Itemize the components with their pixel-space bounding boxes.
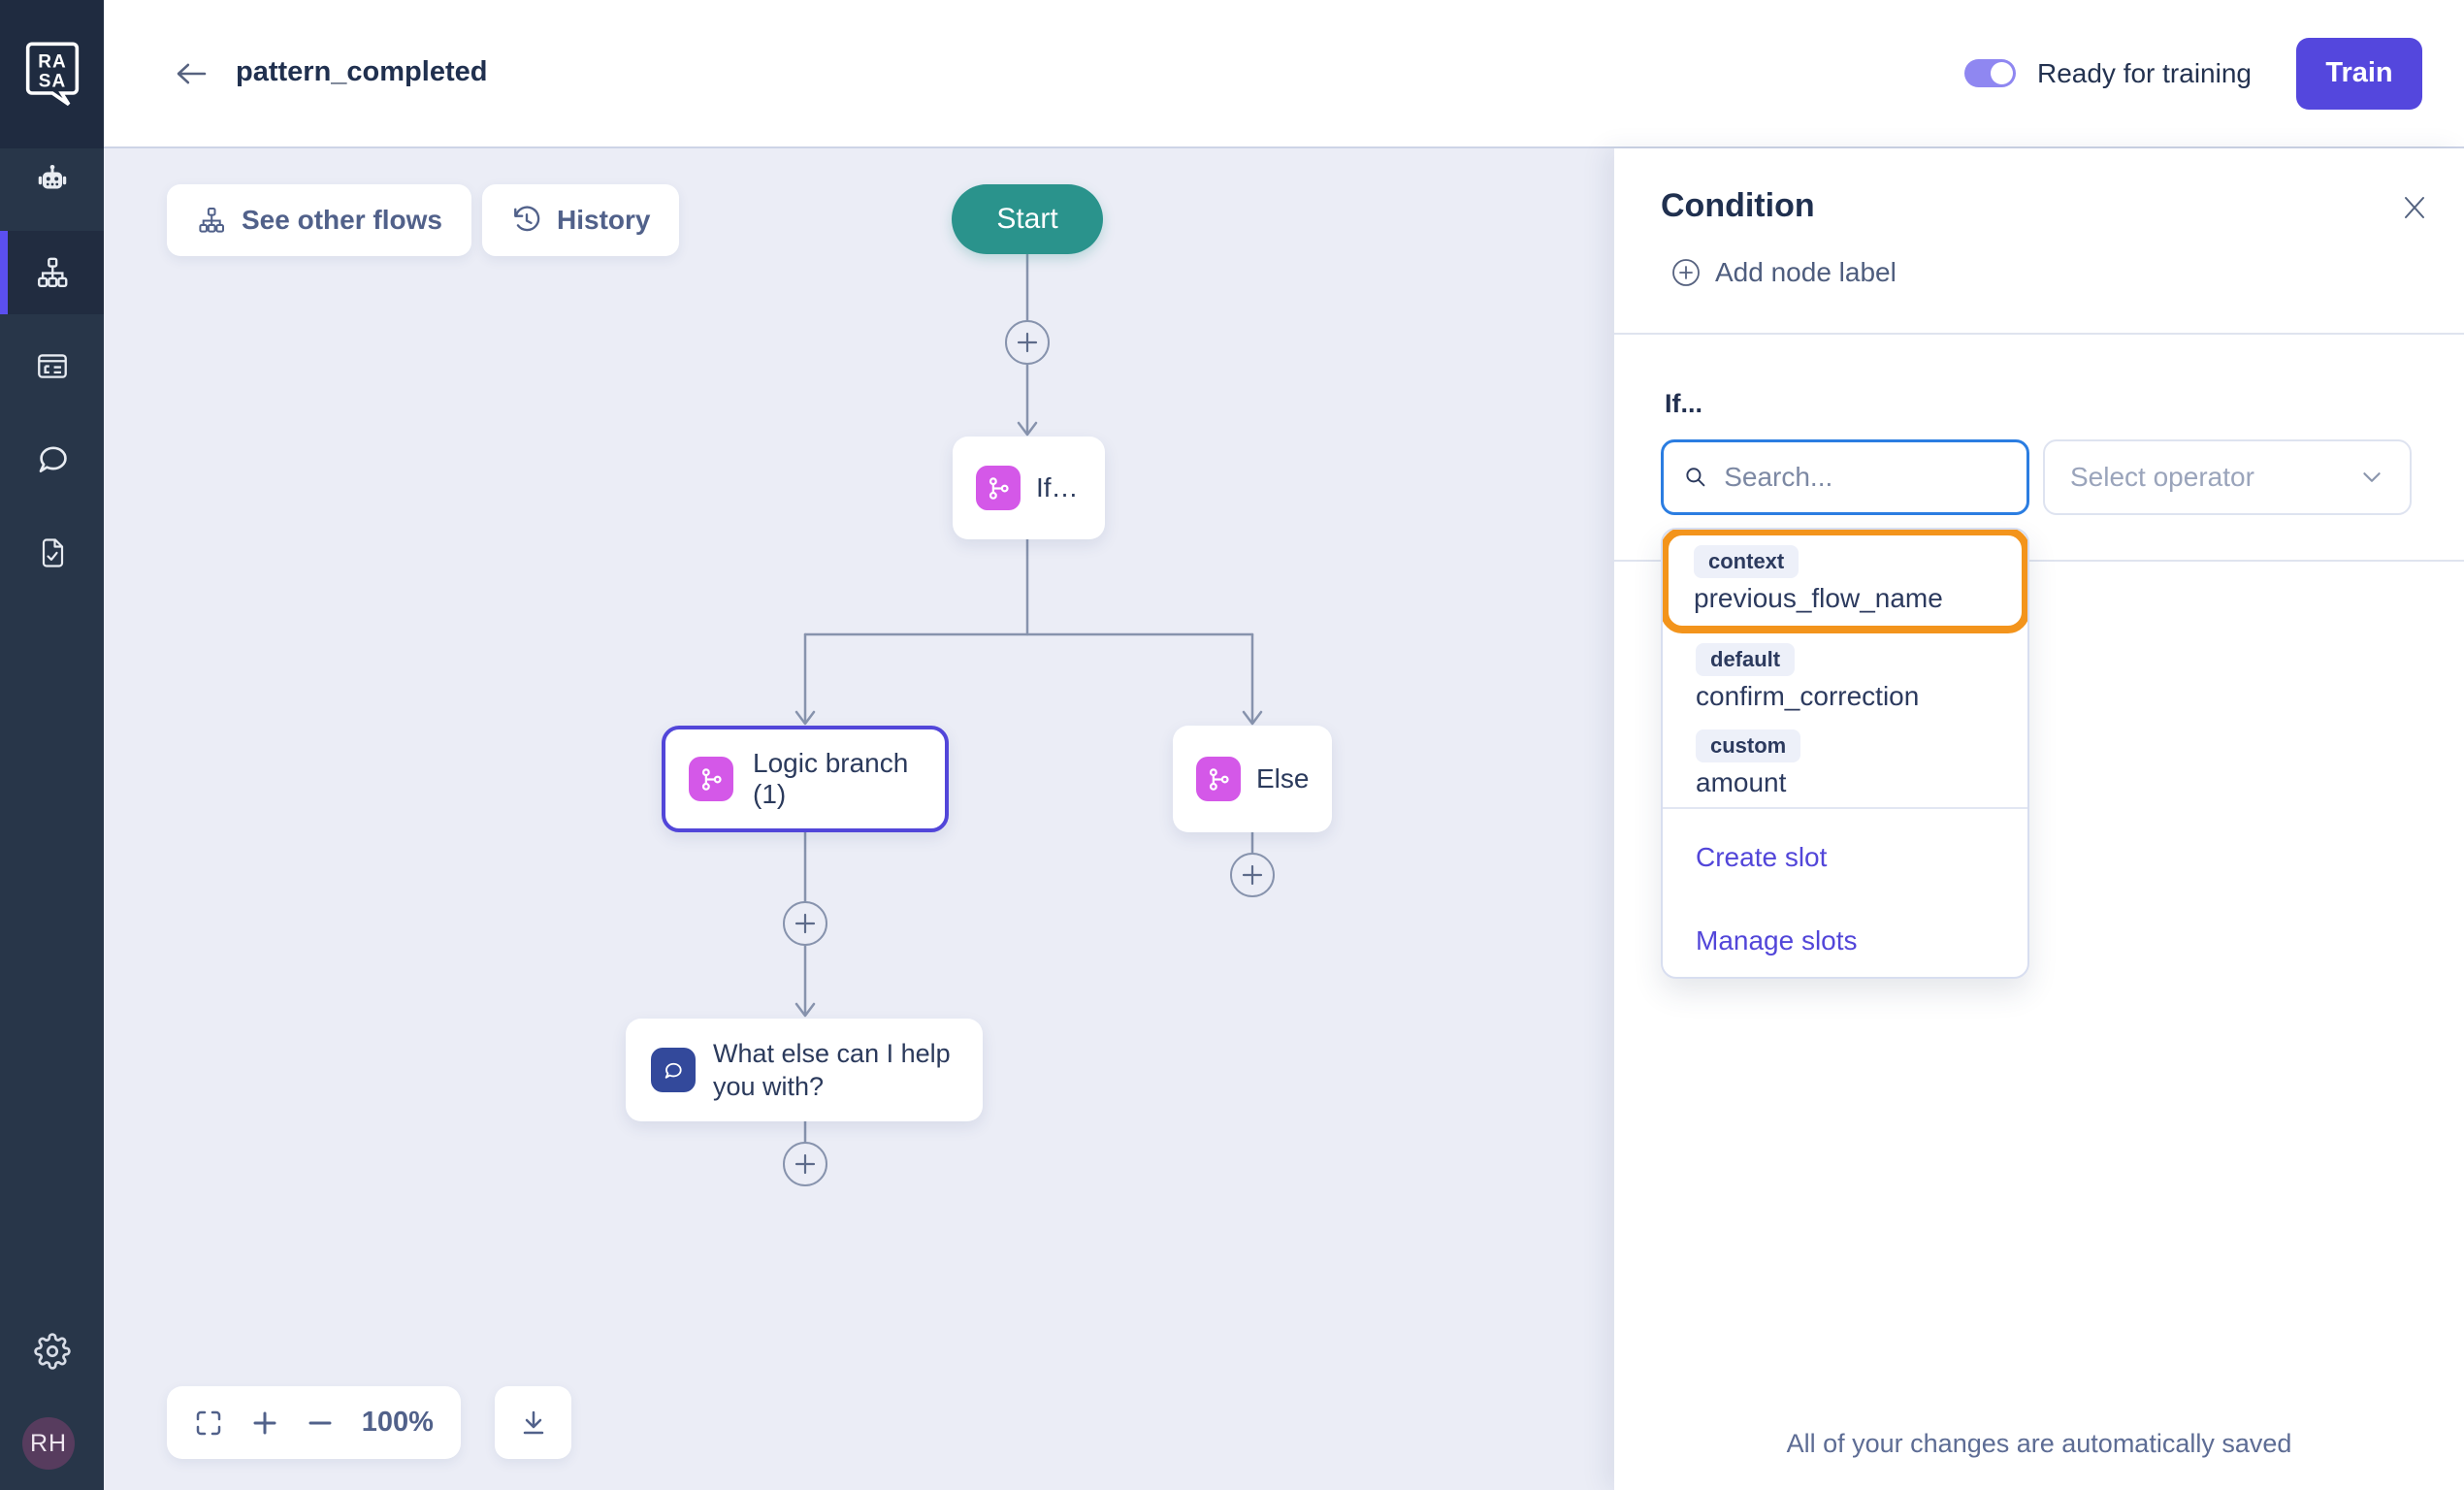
add-node-label-button[interactable]: Add node label	[1670, 255, 1897, 290]
history-button[interactable]: History	[482, 184, 680, 256]
add-node-button[interactable]	[783, 1142, 827, 1186]
close-panel-button[interactable]	[2398, 191, 2431, 224]
slot-actions: Create slot Manage slots	[1663, 807, 2027, 956]
download-icon	[523, 1410, 543, 1434]
slot-type-badge: default	[1696, 643, 1796, 676]
if-section-label: If...	[1665, 389, 1702, 418]
toggle-knob	[1990, 62, 2013, 84]
operator-select[interactable]: Select operator	[2043, 439, 2412, 515]
if-node[interactable]: If…	[953, 437, 1105, 539]
train-button[interactable]: Train	[2296, 37, 2422, 110]
slot-type-badge: context	[1694, 545, 1799, 578]
slot-search-box	[1661, 439, 2029, 515]
page-title: pattern_completed	[236, 56, 488, 87]
slot-option-confirm-correction[interactable]: default confirm_correction	[1663, 633, 2027, 720]
zoom-level: 100%	[361, 1407, 434, 1438]
else-node-label: Else	[1256, 763, 1310, 794]
gear-icon	[33, 1333, 71, 1370]
search-icon	[1686, 468, 1705, 487]
chevron-down-icon	[2363, 472, 2381, 482]
sidebar: RA SA	[0, 0, 104, 1490]
flows-icon	[37, 257, 67, 287]
slot-search-input[interactable]	[1724, 462, 2007, 493]
branch-icon	[976, 466, 1021, 510]
document-check-icon	[42, 538, 63, 567]
canvas-zoom-controls: 100%	[167, 1386, 461, 1459]
sidebar-item-flows[interactable]	[0, 231, 104, 314]
sidebar-item-conversations[interactable]	[0, 417, 104, 501]
header: pattern_completed Ready for training Tra…	[104, 0, 2464, 148]
operator-placeholder: Select operator	[2070, 462, 2254, 492]
add-node-button[interactable]	[1230, 853, 1275, 897]
logic-branch-label: Logic branch (1)	[753, 748, 909, 809]
bot-icon	[38, 164, 66, 189]
header-actions: Ready for training Train	[1963, 0, 2422, 146]
message-bubble-icon	[651, 1048, 696, 1092]
slot-name: previous_flow_name	[1694, 583, 1943, 613]
slot-option-amount[interactable]: custom amount	[1663, 720, 2027, 806]
sidebar-item-evaluation[interactable]	[0, 511, 104, 595]
slot-option-previous-flow-name[interactable]: context previous_flow_name	[1663, 530, 2027, 633]
see-other-flows-button[interactable]: See other flows	[167, 184, 471, 256]
slot-dropdown: context previous_flow_name default confi…	[1661, 528, 2029, 979]
zoom-out-button[interactable]	[308, 1410, 333, 1436]
slot-name: amount	[1696, 767, 1787, 797]
plus-icon	[253, 1411, 276, 1434]
slot-options-list: context previous_flow_name default confi…	[1663, 530, 2027, 807]
autosave-status: All of your changes are automatically sa…	[1786, 1429, 2292, 1458]
create-slot-link[interactable]: Create slot	[1696, 842, 1828, 872]
minus-icon	[308, 1421, 332, 1424]
content-card-icon	[37, 354, 67, 378]
history-label: History	[557, 205, 651, 235]
branch-icon	[689, 757, 733, 801]
slot-type-badge: custom	[1696, 729, 1801, 762]
chat-bubble-icon	[39, 446, 67, 472]
else-node[interactable]: Else	[1173, 726, 1332, 832]
toggle-label: Ready for training	[2036, 57, 2252, 88]
svg-text:SA: SA	[38, 71, 66, 91]
ready-for-training-toggle[interactable]	[1963, 59, 2016, 87]
sidebar-item-assistant[interactable]	[0, 139, 104, 222]
back-arrow-icon	[177, 63, 207, 84]
panel-title: Condition	[1661, 187, 1815, 224]
flow-canvas[interactable]: See other flows History Start	[104, 148, 1614, 1490]
back-button[interactable]	[170, 54, 211, 93]
add-node-button[interactable]	[1005, 320, 1050, 365]
svg-text:RA: RA	[38, 51, 67, 72]
plus-circle-icon	[1672, 259, 1700, 286]
add-node-label-text: Add node label	[1715, 257, 1897, 287]
slot-name: confirm_correction	[1696, 681, 1920, 711]
condition-panel: Condition Add node label If... Select op…	[1614, 148, 2464, 1490]
user-avatar[interactable]: RH	[22, 1417, 75, 1470]
flow-connectors	[794, 252, 1263, 1144]
logic-branch-node[interactable]: Logic branch (1)	[662, 726, 949, 832]
rasa-logo: RA SA	[0, 0, 104, 148]
branch-icon	[1196, 757, 1241, 801]
panel-divider	[1614, 560, 2464, 562]
close-icon	[2405, 197, 2424, 218]
start-node[interactable]: Start	[952, 184, 1103, 254]
sidebar-item-settings[interactable]	[0, 1310, 104, 1393]
flows-mini-icon	[199, 208, 224, 233]
download-flow-button[interactable]	[495, 1386, 571, 1459]
if-node-label: If…	[1036, 472, 1079, 502]
message-node[interactable]: What else can I help you with?	[626, 1019, 983, 1121]
history-icon	[514, 206, 540, 232]
sidebar-item-content[interactable]	[0, 324, 104, 407]
panel-divider	[1614, 333, 2464, 335]
add-node-button[interactable]	[783, 901, 827, 946]
manage-slots-link[interactable]: Manage slots	[1696, 925, 1858, 956]
fit-screen-icon	[196, 1410, 221, 1435]
zoom-in-button[interactable]	[252, 1410, 277, 1436]
message-node-label: What else can I help you with?	[713, 1039, 951, 1101]
fit-view-button[interactable]	[194, 1409, 223, 1438]
rasa-logo-icon: RA SA	[25, 42, 79, 106]
see-other-flows-label: See other flows	[242, 205, 442, 235]
